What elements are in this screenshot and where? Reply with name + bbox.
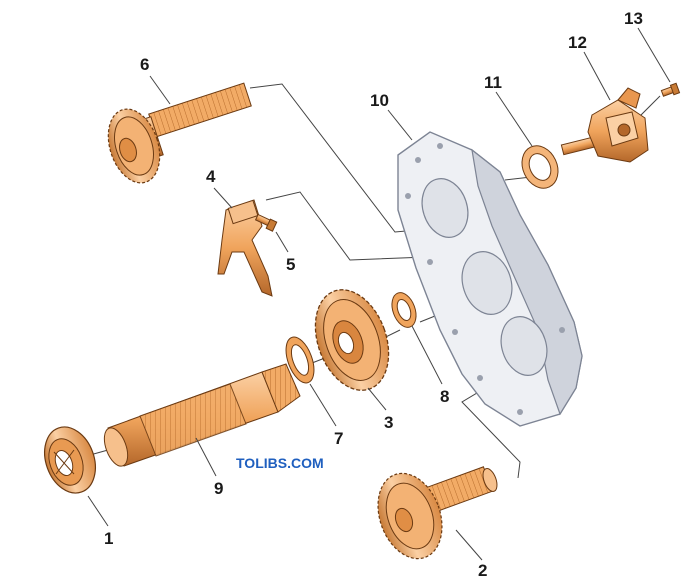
callout-13: 13 <box>624 9 643 28</box>
gear-part-3 <box>314 289 390 391</box>
seal-ring-part-8 <box>391 292 417 328</box>
callout-tick-5 <box>275 231 289 253</box>
callout-tick-2 <box>455 529 483 561</box>
callout-6: 6 <box>140 55 149 74</box>
callout-3: 3 <box>384 413 393 432</box>
bolt-part-5 <box>254 213 278 232</box>
callout-1: 1 <box>104 529 113 548</box>
callout-tick-7 <box>309 383 337 427</box>
callout-labels: 1 2 3 4 5 6 7 8 9 10 11 12 13 <box>104 9 643 580</box>
callout-9: 9 <box>214 479 223 498</box>
seal-ring-part-7 <box>285 336 315 384</box>
callout-12: 12 <box>568 33 587 52</box>
callout-10: 10 <box>370 91 389 110</box>
callout-tick-3 <box>367 387 387 411</box>
bearing-part-1 <box>44 426 96 494</box>
housing-cover-part-10 <box>397 131 583 427</box>
callout-tick-10 <box>387 109 413 141</box>
shift-actuator-part-12 <box>560 87 649 163</box>
input-gear-shaft-part-6 <box>107 82 252 184</box>
bolt-part-13 <box>660 82 681 97</box>
pinion-gear-shaft-part-2 <box>377 466 498 560</box>
callout-tick-11 <box>495 91 533 147</box>
callout-tick-12 <box>583 51 611 101</box>
callout-8: 8 <box>440 387 449 406</box>
gasket-part-11 <box>521 145 559 189</box>
callout-tick-13 <box>637 27 671 83</box>
callout-tick-6 <box>149 75 171 105</box>
watermark-text: TOLIBS.COM <box>236 455 324 471</box>
callout-2: 2 <box>478 561 487 580</box>
main-shaft-part-9 <box>103 363 301 467</box>
callout-7: 7 <box>334 429 343 448</box>
callout-4: 4 <box>206 167 216 186</box>
shift-fork-part-4 <box>217 199 273 297</box>
callout-tick-4 <box>213 187 233 209</box>
callout-5: 5 <box>286 255 295 274</box>
callout-tick-9 <box>195 437 217 477</box>
callout-tick-8 <box>411 325 443 385</box>
callout-ticks <box>87 27 671 561</box>
callout-11: 11 <box>484 73 502 92</box>
callout-tick-1 <box>87 495 109 527</box>
